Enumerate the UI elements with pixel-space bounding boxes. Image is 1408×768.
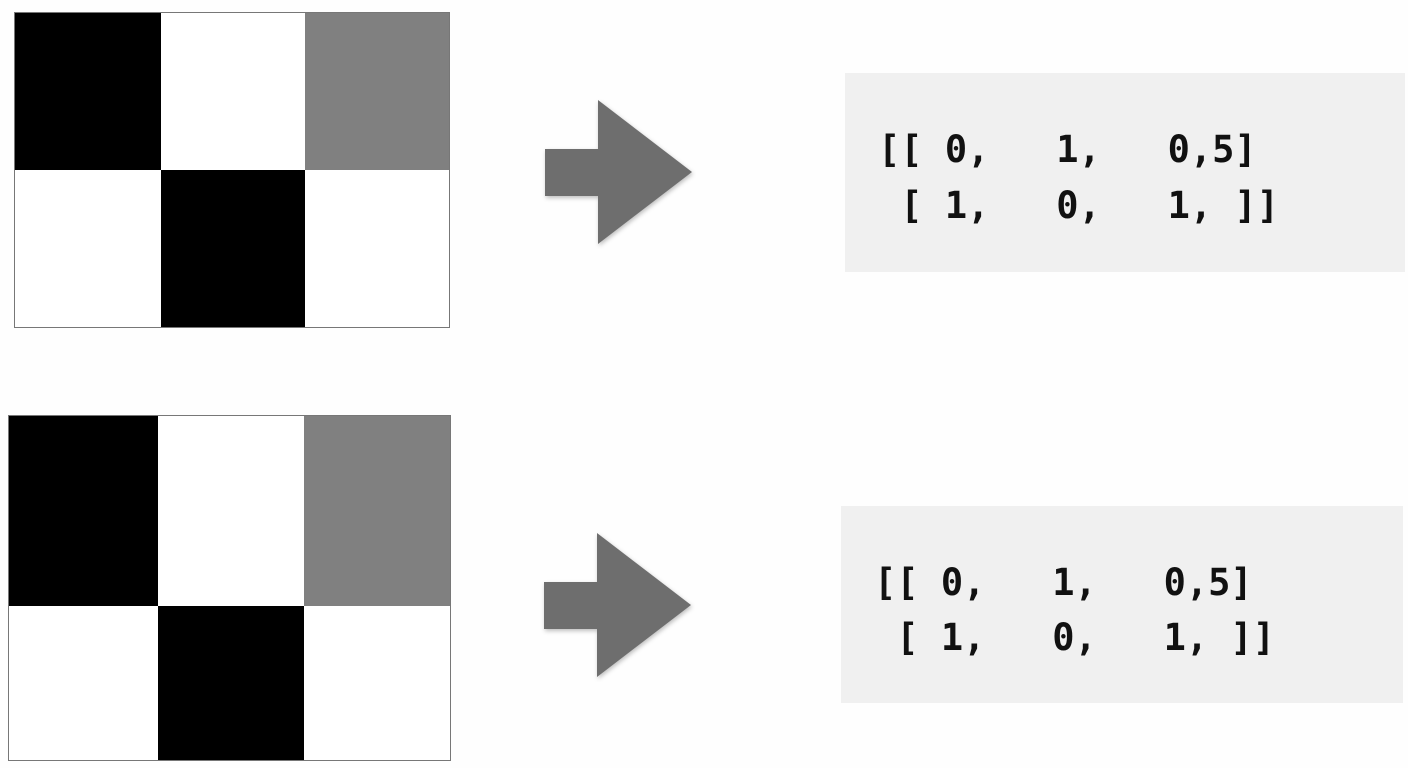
grid-cell [15, 170, 161, 327]
matrix-row-1: [[ 0, 1, 0,5] [878, 128, 1257, 171]
grid-cell [9, 416, 158, 606]
grid-cell [161, 170, 305, 327]
grid-cell [158, 606, 304, 760]
grid-cell [161, 13, 305, 170]
matrix-row-2: [ 1, 0, 1, ]] [878, 184, 1279, 227]
pixel-grid [8, 415, 451, 761]
grid-cell [304, 416, 450, 606]
grid-cell [304, 606, 450, 760]
example-top: [[ 0, 1, 0,5] [ 1, 0, 1, ]] [14, 12, 1405, 328]
grid-cell [305, 13, 449, 170]
grid-cell [158, 416, 304, 606]
example-bottom: [[ 0, 1, 0,5] [ 1, 0, 1, ]] [8, 415, 1403, 761]
matrix-box: [[ 0, 1, 0,5] [ 1, 0, 1, ]] [841, 506, 1403, 703]
grid-cell [15, 13, 161, 170]
matrix-row-1: [[ 0, 1, 0,5] [874, 561, 1253, 604]
matrix-row-2: [ 1, 0, 1, ]] [874, 616, 1275, 659]
right-arrow-icon [545, 100, 692, 244]
right-arrow-icon [544, 533, 691, 677]
matrix-box: [[ 0, 1, 0,5] [ 1, 0, 1, ]] [845, 73, 1405, 272]
grid-cell [9, 606, 158, 760]
grid-cell [305, 170, 449, 327]
pixel-grid [14, 12, 450, 328]
